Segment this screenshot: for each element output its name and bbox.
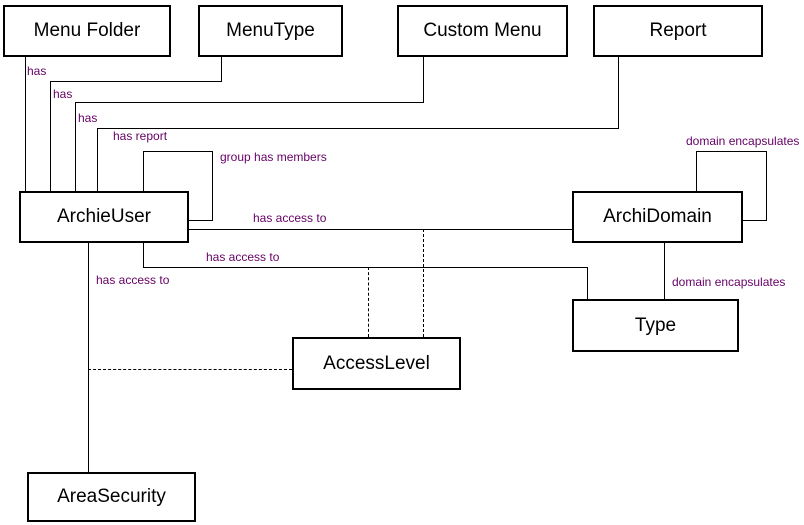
edge-label-has-access-to-3: has access to [96, 273, 170, 287]
node-area-security[interactable]: AreaSecurity [27, 472, 196, 522]
edge-report-archie-user-line-v2 [97, 128, 98, 191]
node-menu-type[interactable]: MenuType [198, 5, 343, 57]
edge-archie-user-archi-domain-line [189, 229, 572, 230]
node-access-level[interactable]: AccessLevel [292, 337, 461, 390]
edge-label-has-1: has [27, 64, 47, 78]
node-archie-user[interactable]: ArchieUser [19, 191, 189, 243]
edge-archie-user-self-loop-left [143, 151, 144, 191]
edge-dashed-area-security-access-level-line [88, 369, 292, 370]
edge-report-archie-user-line-v1 [618, 57, 619, 128]
edge-menu-type-archie-user-line-v2 [50, 81, 51, 191]
edge-archie-user-type-line-h [143, 267, 588, 268]
edge-label-has-access-to-2: has access to [206, 250, 280, 264]
edge-archi-domain-type-line [664, 243, 665, 299]
edge-archie-user-type-line-v1 [143, 243, 144, 267]
edge-label-has-access-to-1: has access to [253, 211, 327, 225]
edge-dashed-access-level-line-2 [368, 267, 369, 337]
node-archi-domain[interactable]: ArchiDomain [572, 191, 743, 243]
edge-label-domain-encapsulates-top: domain encapsulates [686, 134, 800, 148]
node-custom-menu[interactable]: Custom Menu [397, 5, 568, 57]
edge-menu-type-archie-user-line-v1 [221, 57, 222, 81]
edge-archie-user-self-loop-bottom [189, 220, 213, 221]
edge-archi-domain-self-loop-left [696, 151, 697, 191]
edge-label-has-report: has report [113, 129, 168, 143]
edge-archi-domain-self-loop-top [696, 151, 766, 152]
edge-menu-folder-archie-user-line [25, 57, 26, 191]
edge-custom-menu-archie-user-line-h [75, 102, 424, 103]
edge-archi-domain-self-loop-right [766, 151, 767, 221]
edge-label-has-2: has [53, 87, 73, 101]
edge-archie-user-self-loop-top [143, 151, 213, 152]
edge-custom-menu-archie-user-line-v2 [75, 102, 76, 191]
node-type[interactable]: Type [572, 299, 739, 352]
edge-archie-user-area-security-line [88, 243, 89, 472]
edge-report-archie-user-line-h [97, 128, 619, 129]
edge-label-has-3: has [78, 111, 98, 125]
edge-label-group-has-members: group has members [220, 150, 327, 164]
edge-dashed-access-level-line-1 [423, 229, 424, 337]
edge-menu-type-archie-user-line-h [50, 81, 222, 82]
edge-label-domain-encapsulates-bottom: domain encapsulates [672, 275, 786, 289]
node-report[interactable]: Report [593, 5, 763, 57]
edge-archie-user-type-line-v2 [587, 267, 588, 299]
edge-archie-user-self-loop-right [212, 151, 213, 221]
edge-archi-domain-self-loop-bottom [743, 220, 766, 221]
node-menu-folder[interactable]: Menu Folder [3, 5, 171, 57]
edge-custom-menu-archie-user-line-v1 [423, 57, 424, 102]
